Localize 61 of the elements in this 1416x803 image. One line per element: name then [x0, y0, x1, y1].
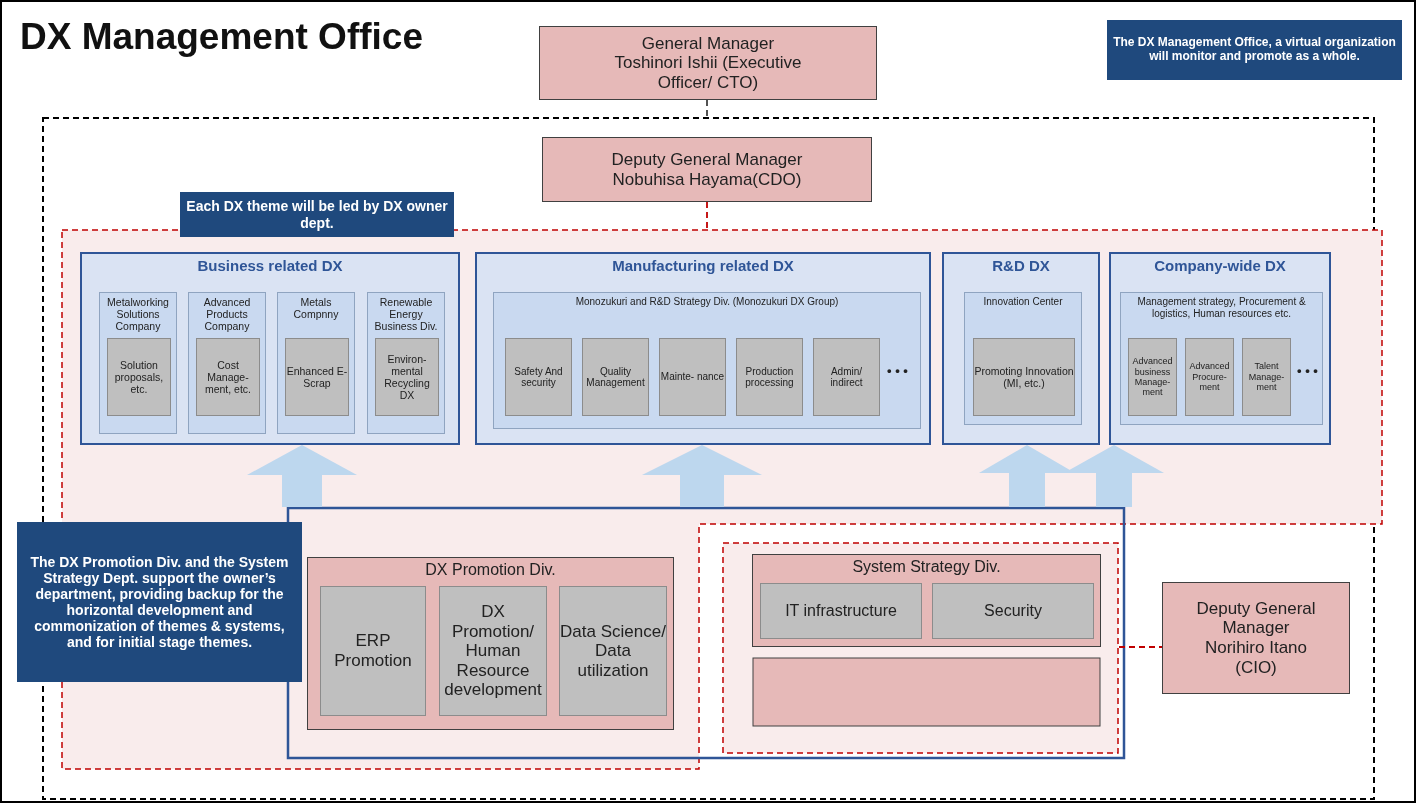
theme-box: Cost Manage- ment, etc. — [196, 338, 260, 416]
theme-box: Talent Manage- ment — [1242, 338, 1291, 416]
unit-panel — [1120, 292, 1323, 425]
group-panel — [475, 252, 931, 445]
role-box — [752, 554, 1101, 647]
unit-panel — [99, 292, 177, 434]
group-title: Management strategy, Procurement & logistics, Human resources etc. — [1136, 295, 1307, 319]
unit-panel — [367, 292, 445, 434]
group-panel — [1109, 252, 1331, 445]
group-title: Innovation Center — [982, 295, 1064, 308]
theme-box: ERP Promotion — [320, 586, 426, 716]
group-title: R&D DX — [991, 256, 1051, 275]
group-title: Monozukuri and R&D Strategy Div. (Monozukuri DX Group) — [574, 295, 840, 308]
unit-panel — [188, 292, 266, 434]
group-frame — [722, 542, 1119, 754]
support-frame — [287, 507, 1125, 759]
theme-box: Advanced business Manage- ment — [1128, 338, 1177, 416]
theme-box: Environ- mental Recycling DX — [375, 338, 439, 416]
theme-box: Mainte- nance — [659, 338, 726, 416]
theme-box: Admin/ indirect — [813, 338, 880, 416]
unit-panel — [493, 292, 921, 429]
group-title: Renewable Energy Business Div. — [373, 295, 439, 333]
ellipsis-mark: • • • — [887, 363, 908, 378]
group-title: Business related DX — [196, 256, 344, 275]
role-box — [307, 557, 674, 730]
theme-box: Safety And security — [505, 338, 572, 416]
theme-box: Promoting Innovation (MI, etc.) — [973, 338, 1075, 416]
callout-box: Each DX theme will be led by DX owner dept. — [180, 192, 454, 237]
group-title: System Strategy Div. — [851, 557, 1002, 577]
unit-panel — [964, 292, 1082, 425]
group-title: Company-wide DX — [1153, 256, 1287, 275]
theme-box: Security — [932, 583, 1094, 639]
theme-box: Data Science/ Data utilization — [559, 586, 667, 716]
block-arrow — [247, 445, 357, 507]
role-box: Deputy General Manager Nobuhisa Hayama(CDO) — [542, 137, 872, 202]
ellipsis-mark: • • • — [1297, 363, 1318, 378]
theme-box: Enhanced E-Scrap — [285, 338, 349, 416]
theme-box: DX Promotion/ Human Resource development — [439, 586, 547, 716]
role-box: General Manager Toshinori Ishii (Executive Officer/ CTO) — [539, 26, 877, 100]
unit-panel — [277, 292, 355, 434]
connector-line — [706, 99, 708, 118]
group-title: Advanced Products Company — [202, 295, 252, 333]
group-panel — [80, 252, 460, 445]
group-title: Metals Compnny — [292, 295, 340, 321]
theme-box: Quality Management — [582, 338, 649, 416]
theme-box: Advanced Procure- ment — [1185, 338, 1234, 416]
callout-box: The DX Promotion Div. and the System Strategy Dept. support the owner’s department, providing backup for the horizontal development and commonization of themes & systems, and for initial stage themes. — [17, 522, 302, 682]
page-title: DX Management Office — [20, 16, 423, 58]
group-panel — [942, 252, 1100, 445]
connector-line — [1118, 646, 1163, 648]
block-arrow — [642, 445, 762, 507]
theme-box: Solution proposals, etc. — [107, 338, 171, 416]
connector-line — [706, 201, 708, 231]
callout-box: The DX Management Office, a virtual organization will monitor and promote as a whole. — [1107, 20, 1402, 80]
theme-box: Production processing — [736, 338, 803, 416]
group-title: DX Promotion Div. — [424, 560, 557, 580]
role-box: Deputy General Manager Norihiro Itano (CIO) — [1162, 582, 1350, 694]
role-box — [752, 657, 1101, 727]
group-title: Metalworking Solutions Company — [106, 295, 170, 333]
theme-box: IT infrastructure — [760, 583, 922, 639]
group-title: Manufacturing related DX — [611, 256, 795, 275]
